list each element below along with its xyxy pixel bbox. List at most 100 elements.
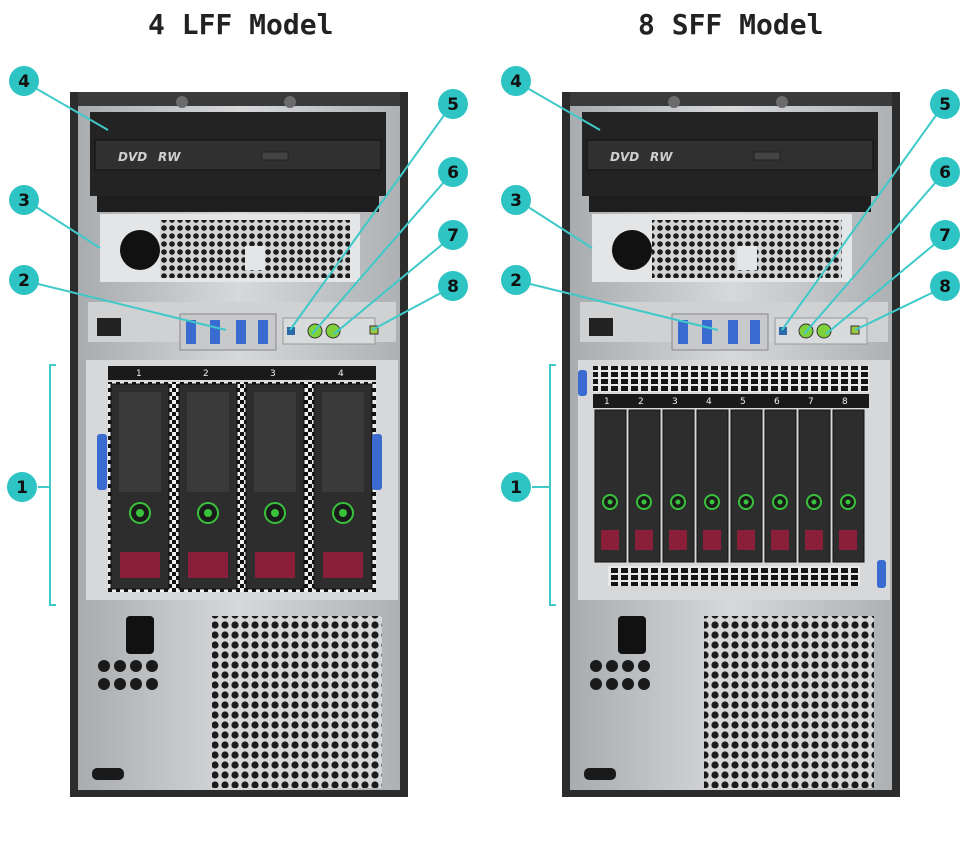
sff-drive-8[interactable] <box>832 409 865 563</box>
lff-power-cable-hole <box>120 230 160 270</box>
sff-lock-slot <box>618 616 646 654</box>
sff-usb-port-3[interactable] <box>728 320 738 344</box>
lff-drive-1[interactable] <box>110 383 170 590</box>
sff-drive-4[interactable] <box>696 409 729 563</box>
lff-cage-handle-left[interactable] <box>97 434 107 490</box>
svg-text:7: 7 <box>939 226 951 246</box>
lff-lock-slot <box>126 616 154 654</box>
sff-cage-handle-right[interactable] <box>877 560 886 588</box>
sff-callout-1: 1 <box>501 472 531 502</box>
sff-disc-logo: RW <box>650 150 673 164</box>
sff-dvd-logo: DVD <box>610 150 639 164</box>
lff-drive-latch-4[interactable] <box>323 552 363 578</box>
sff-cage-handle-left[interactable] <box>578 370 587 396</box>
lff-lock <box>97 318 121 336</box>
sff-usb-port-1[interactable] <box>678 320 688 344</box>
sff-callout-3: 3 <box>501 185 531 215</box>
lff-drive-latch-1[interactable] <box>120 552 160 578</box>
lff-callout-6: 6 <box>438 157 468 187</box>
sff-usb-port-4[interactable] <box>750 320 760 344</box>
sff-lock <box>589 318 613 336</box>
lff-drive-latch-2[interactable] <box>188 552 228 578</box>
lff-callout-1: 1 <box>7 472 37 502</box>
lff-callout-lines <box>29 84 451 606</box>
svg-text:3: 3 <box>18 191 30 211</box>
sff-top-grille <box>593 366 869 392</box>
lff-disc-logo: RW <box>158 150 181 164</box>
svg-text:2: 2 <box>510 271 522 291</box>
lff-usb-port-2[interactable] <box>210 320 220 344</box>
model-title-sff: 8 SFF Model <box>638 8 824 41</box>
model-title-lff: 4 LFF Model <box>148 8 334 41</box>
svg-text:8: 8 <box>939 277 951 297</box>
svg-text:4: 4 <box>18 72 30 92</box>
svg-text:3: 3 <box>510 191 522 211</box>
svg-text:4: 4 <box>510 72 522 92</box>
svg-text:6: 6 <box>447 163 459 183</box>
sff-usb-ports <box>671 313 769 351</box>
sff-drive-3[interactable] <box>662 409 695 563</box>
svg-text:5: 5 <box>447 95 459 115</box>
lff-drive-4[interactable] <box>313 383 373 590</box>
lff-callout-7: 7 <box>438 220 468 250</box>
svg-text:5: 5 <box>740 397 746 407</box>
svg-text:6: 6 <box>774 397 780 407</box>
lff-small-vent <box>98 660 158 690</box>
lff-drive-3[interactable] <box>245 383 305 590</box>
lff-callout-4: 4 <box>9 66 39 96</box>
sff-callout-8: 8 <box>930 271 960 301</box>
sff-callout-6: 6 <box>930 157 960 187</box>
sff-lower-vent <box>704 616 874 788</box>
sff-eject-button[interactable] <box>753 151 781 161</box>
svg-text:2: 2 <box>18 271 30 291</box>
sff-drive-5[interactable] <box>730 409 763 563</box>
lff-bay-label-3: 3 <box>270 369 276 379</box>
sff-server: DVD RW 1 2 3 4 5 <box>501 66 960 797</box>
lff-usb-port-1[interactable] <box>186 320 196 344</box>
sff-bay-labels: 1 2 3 4 5 6 7 8 <box>604 397 848 407</box>
svg-text:8: 8 <box>447 277 459 297</box>
sff-drive-7[interactable] <box>798 409 831 563</box>
sff-small-vent <box>590 660 650 690</box>
lff-server: DVD RW 1 2 3 4 <box>7 66 468 797</box>
sff-power-cable-hole <box>612 230 652 270</box>
sff-optical-drive[interactable]: DVD RW <box>582 112 878 212</box>
svg-text:7: 7 <box>808 397 814 407</box>
lff-callout-5: 5 <box>438 89 468 119</box>
lff-usb-ports <box>179 313 277 351</box>
lff-eject-button[interactable] <box>261 151 289 161</box>
lff-callout-3: 3 <box>9 185 39 215</box>
sff-callout-2: 2 <box>501 265 531 295</box>
svg-text:6: 6 <box>939 163 951 183</box>
lff-dvd-logo: DVD <box>118 150 147 164</box>
sff-drive-6[interactable] <box>764 409 797 563</box>
sff-usb-port-2[interactable] <box>702 320 712 344</box>
lff-cage-handle-right[interactable] <box>372 434 382 490</box>
svg-text:4: 4 <box>706 397 712 407</box>
sff-drive-1[interactable] <box>594 409 627 563</box>
svg-text:8: 8 <box>842 397 848 407</box>
lff-drive-2[interactable] <box>178 383 238 590</box>
sff-callout-4: 4 <box>501 66 531 96</box>
lff-usb-port-3[interactable] <box>236 320 246 344</box>
svg-text:1: 1 <box>16 478 28 498</box>
lff-usb-port-4[interactable] <box>258 320 268 344</box>
sff-drive-2[interactable] <box>628 409 661 563</box>
lff-optical-drive[interactable]: DVD RW <box>90 112 386 212</box>
sff-drives <box>594 409 865 563</box>
lff-health-led <box>325 323 341 339</box>
sff-callout-7: 7 <box>930 220 960 250</box>
svg-text:3: 3 <box>672 397 678 407</box>
sff-uid-button[interactable] <box>779 327 787 335</box>
svg-text:7: 7 <box>447 226 459 246</box>
lff-bay-label-2: 2 <box>203 369 209 379</box>
sff-callout-5: 5 <box>930 89 960 119</box>
lff-lower-vent <box>212 616 382 788</box>
lff-drive-latch-3[interactable] <box>255 552 295 578</box>
lff-uid-button[interactable] <box>287 327 295 335</box>
lff-callout-8: 8 <box>438 271 468 301</box>
lff-bay-label-1: 1 <box>136 369 142 379</box>
sff-bottom-grille <box>608 566 860 586</box>
svg-text:1: 1 <box>604 397 610 407</box>
